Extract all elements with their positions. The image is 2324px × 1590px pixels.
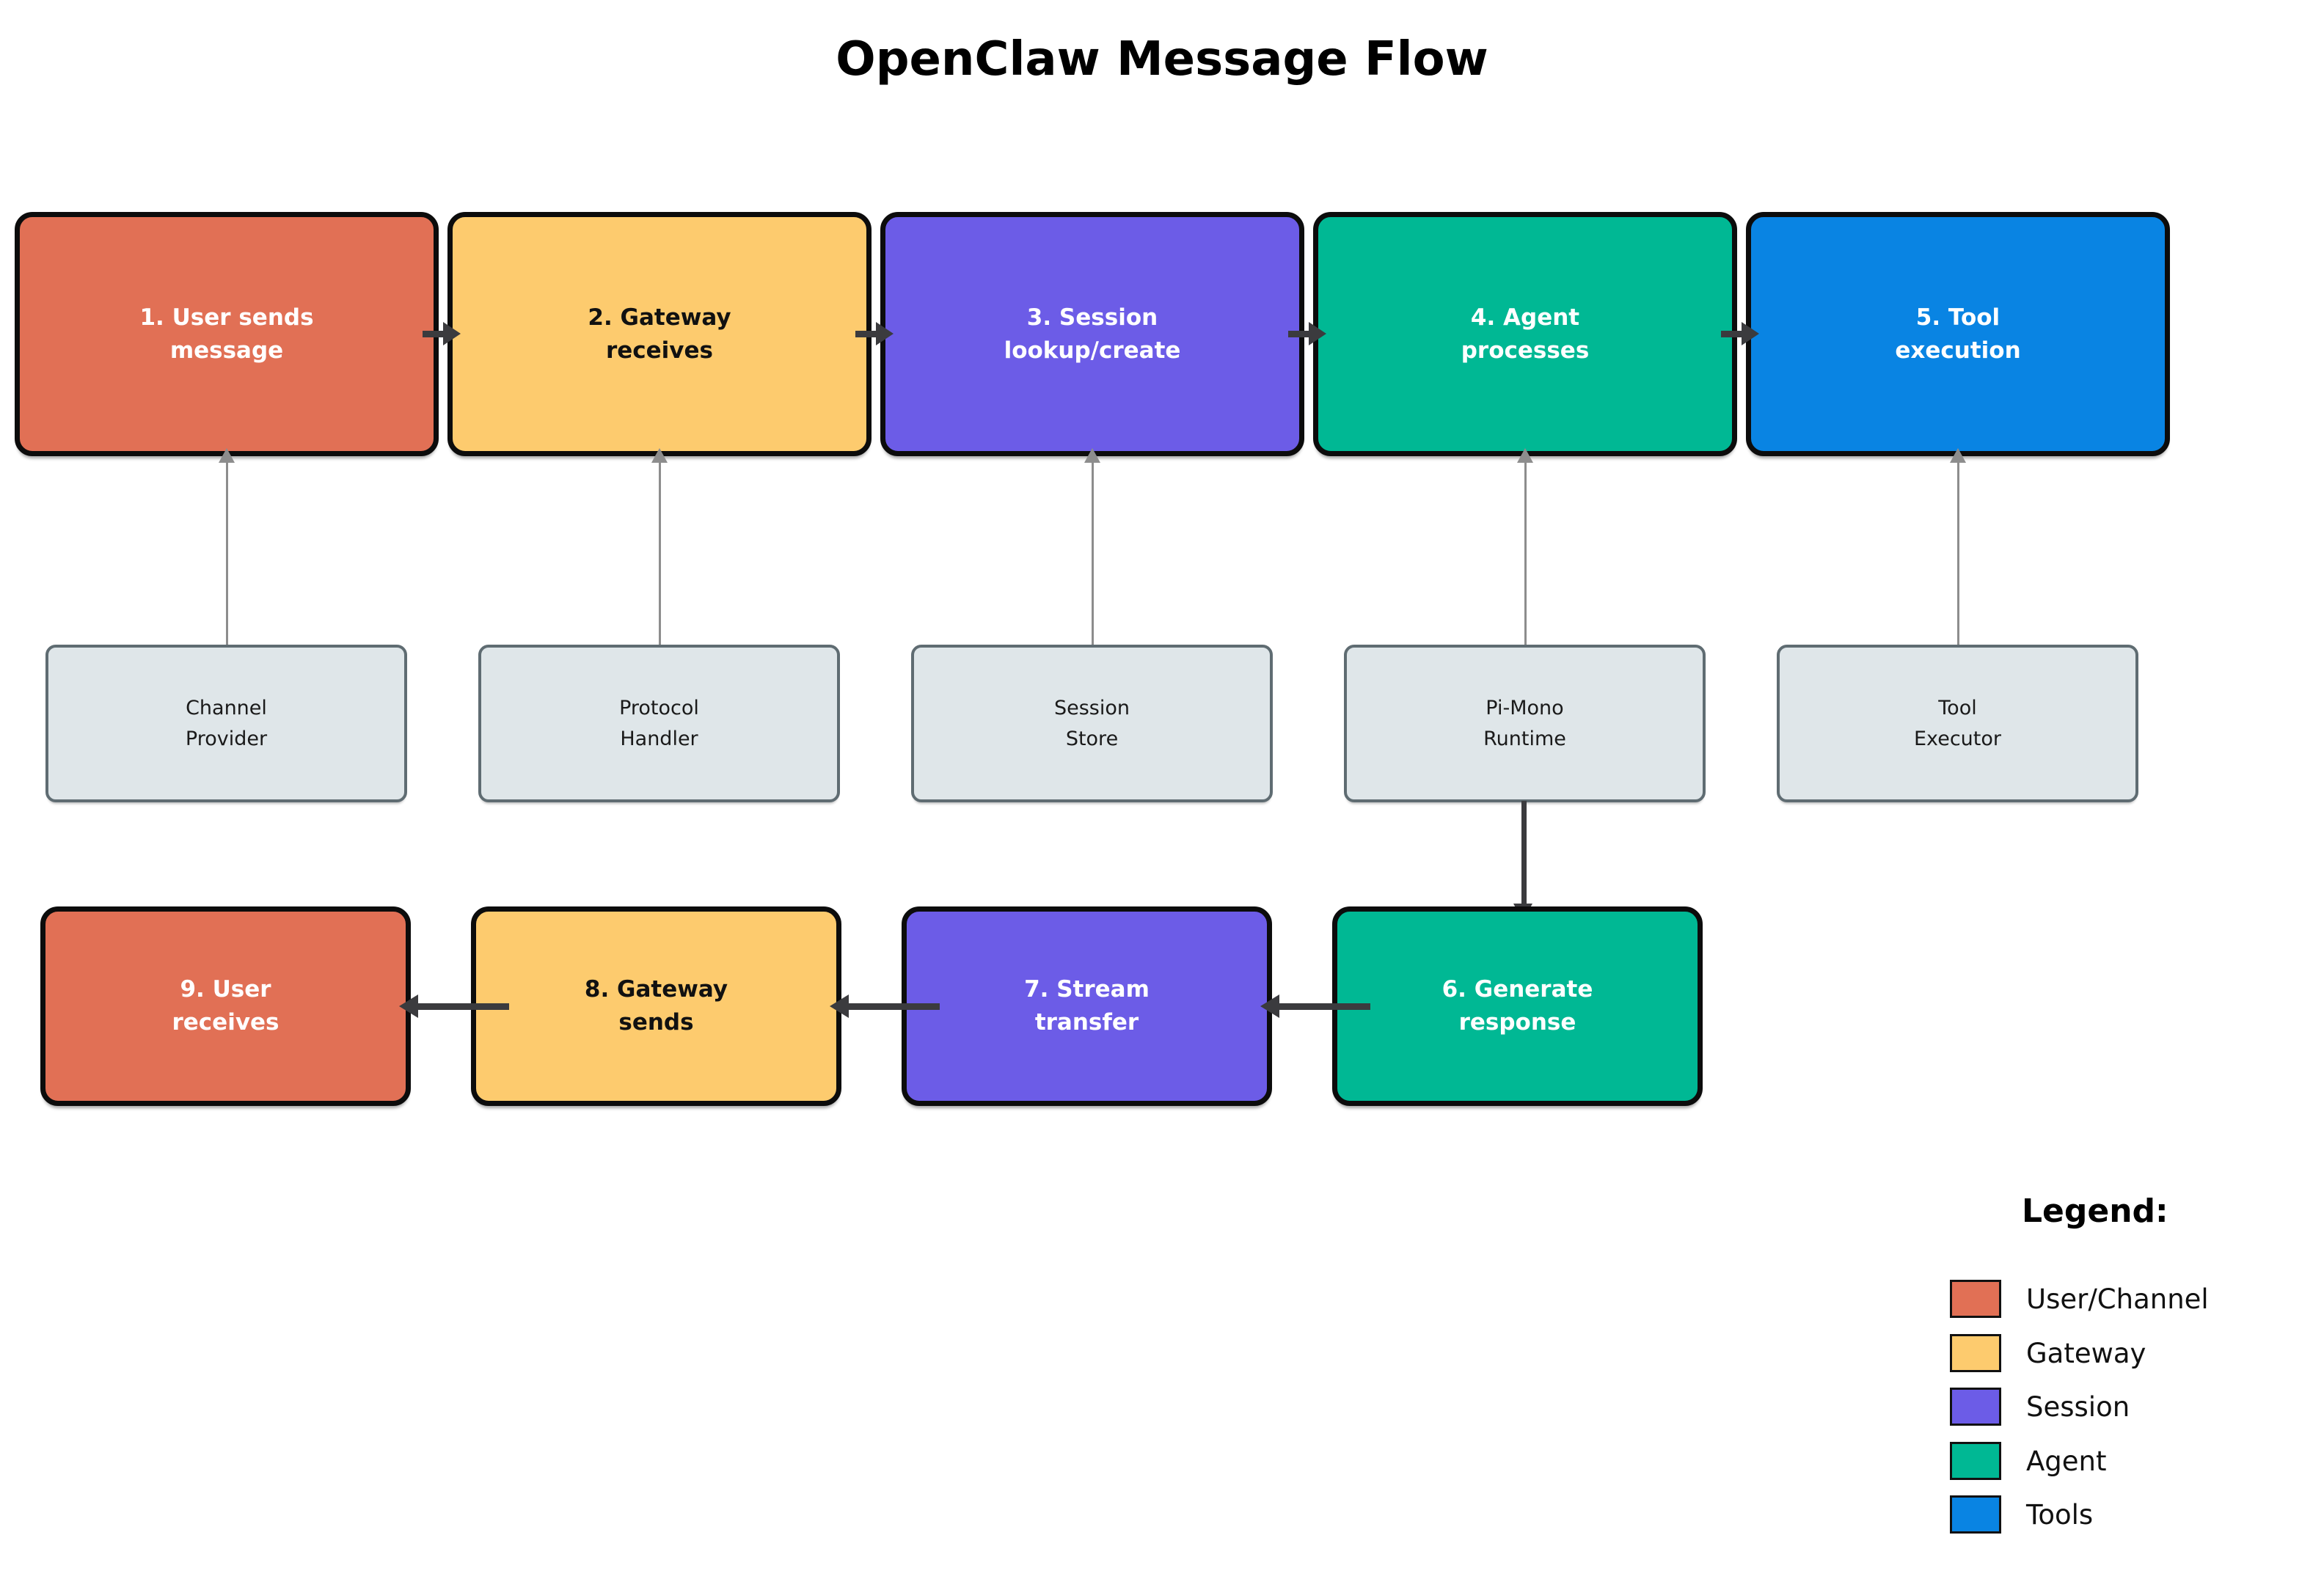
arrow-up-tool-executor-icon: [1950, 448, 1966, 645]
arrow-up-channel-provider-icon: [219, 448, 235, 645]
legend-swatch-session: [1950, 1388, 2001, 1426]
arrow-left-step8-step9-icon: [399, 994, 509, 1019]
legend-item-user-channel: User/Channel: [1950, 1280, 2317, 1318]
legend-item-gateway: Gateway: [1950, 1334, 2317, 1372]
step-2-gateway-receives: 2. Gateway receives: [447, 212, 872, 456]
arrow-up-pi-mono-runtime-icon: [1517, 448, 1533, 645]
arrow-down-runtime-to-step6-icon: [1513, 801, 1533, 921]
legend-swatch-agent: [1950, 1442, 2001, 1480]
legend-swatch-user-channel: [1950, 1280, 2001, 1318]
component-channel-provider: Channel Provider: [45, 645, 407, 802]
legend-swatch-tools: [1950, 1495, 2001, 1534]
legend-item-session: Session: [1950, 1388, 2317, 1426]
legend-label: Agent: [2026, 1445, 2107, 1477]
legend-item-tools: Tools: [1950, 1495, 2317, 1534]
arrow-left-step6-step7-icon: [1260, 994, 1370, 1019]
component-tool-executor: Tool Executor: [1777, 645, 2138, 802]
step-8-gateway-sends: 8. Gateway sends: [471, 906, 841, 1106]
arrow-right-step2-step3-icon: [855, 322, 894, 345]
arrow-up-session-store-icon: [1084, 448, 1100, 645]
legend-label: Tools: [2026, 1498, 2094, 1531]
legend-label: Gateway: [2026, 1337, 2146, 1369]
step-5-tool-execution: 5. Tool execution: [1746, 212, 2170, 456]
arrow-right-step4-step5-icon: [1721, 322, 1759, 345]
step-6-generate-response: 6. Generate response: [1332, 906, 1703, 1106]
legend-label: User/Channel: [2026, 1283, 2209, 1315]
diagram-title: OpenClaw Message Flow: [836, 32, 1488, 87]
legend-label: Session: [2026, 1391, 2130, 1423]
step-9-user-receives: 9. User receives: [40, 906, 411, 1106]
arrow-up-protocol-handler-icon: [651, 448, 668, 645]
legend-item-agent: Agent: [1950, 1442, 2317, 1480]
step-7-stream-transfer: 7. Stream transfer: [902, 906, 1272, 1106]
arrow-left-step7-step8-icon: [830, 994, 940, 1019]
component-session-store: Session Store: [911, 645, 1273, 802]
step-1-user-sends-message: 1. User sends message: [15, 212, 439, 456]
step-4-agent-processes: 4. Agent processes: [1313, 212, 1737, 456]
legend-title: Legend:: [2022, 1192, 2168, 1230]
legend-swatch-gateway: [1950, 1334, 2001, 1372]
arrow-right-step3-step4-icon: [1288, 322, 1326, 345]
component-protocol-handler: Protocol Handler: [478, 645, 840, 802]
step-3-session-lookup-create: 3. Session lookup/create: [880, 212, 1304, 456]
arrow-right-step1-step2-icon: [423, 322, 461, 345]
component-pi-mono-runtime: Pi-Mono Runtime: [1344, 645, 1706, 802]
